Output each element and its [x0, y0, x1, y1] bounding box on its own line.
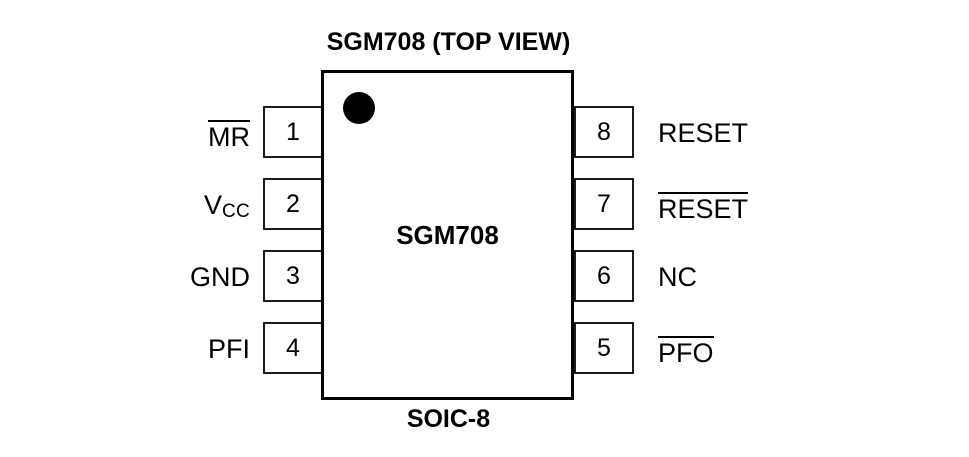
pin-pad-8: 8: [574, 106, 634, 158]
pin-label-nc-text: NC: [658, 262, 697, 292]
pin-label-gnd: GND: [190, 264, 250, 291]
pin-label-pfo: PFO: [658, 336, 714, 367]
pin-label-vcc: VCC: [203, 190, 250, 223]
pin-pad-4: 4: [263, 322, 323, 374]
pin-label-vcc-text: V: [203, 190, 222, 220]
pin-label-pfi: PFI: [208, 336, 250, 363]
pin-label-reset-bar-text: RESET: [658, 192, 749, 224]
pin-label-vcc-subscript: CC: [221, 201, 250, 223]
pin-pad-3: 3: [263, 250, 323, 302]
pin-pad-2: 2: [263, 178, 323, 230]
package-type-caption: SOIC-8: [406, 405, 491, 433]
pin-pad-1: 1: [263, 106, 323, 158]
ic-package-body: SGM708: [321, 70, 574, 400]
pin-pad-7: 7: [574, 178, 634, 230]
ic-part-number-label: SGM708: [396, 219, 499, 250]
pin-label-reset: RESET: [658, 120, 748, 147]
pin-label-mr: MR: [208, 120, 250, 151]
pin-label-pfi-text: PFI: [207, 334, 250, 364]
diagram-title: SGM708 (TOP VIEW): [326, 28, 571, 56]
pin-pad-5: 5: [574, 322, 634, 374]
pin-label-reset-bar: RESET: [658, 192, 749, 224]
pin-pad-6: 6: [574, 250, 634, 302]
pin-label-reset-text: RESET: [658, 118, 749, 148]
pin-label-pfo-text: PFO: [658, 336, 714, 368]
pin1-marker-dot: [343, 92, 375, 124]
pin-label-nc: NC: [658, 264, 697, 291]
pin-label-gnd-text: GND: [190, 262, 250, 292]
pin-label-mr-text: MR: [208, 120, 250, 152]
